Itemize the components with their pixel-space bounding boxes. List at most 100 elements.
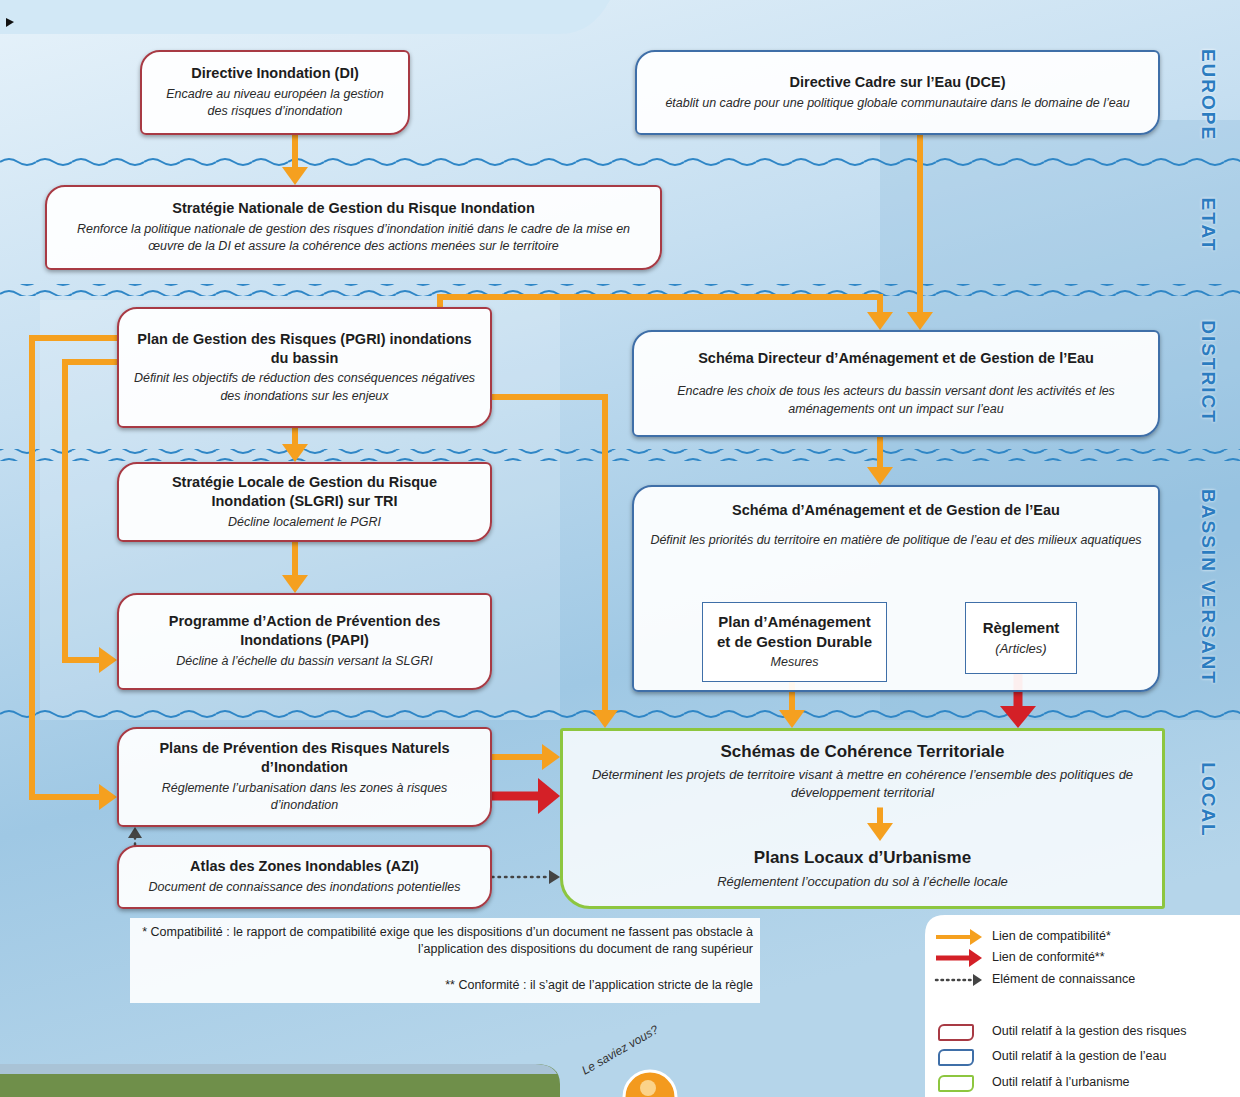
green-box-fill: [562, 730, 1163, 907]
wave-line: [0, 449, 1240, 461]
connector-line: [292, 542, 298, 579]
legend-line-sample: [934, 970, 986, 990]
connector-line: [292, 135, 298, 171]
water-tool-part: Règlement (Articles): [965, 602, 1077, 674]
compatibility-link: [867, 807, 893, 841]
note-panel: [130, 918, 760, 1003]
connector-line: [492, 754, 546, 760]
arrow-head: [282, 167, 308, 185]
field-photo: [0, 1064, 560, 1097]
legend-text: Outil relatif à la gestion des risques: [992, 1024, 1187, 1038]
node-title: Stratégie Nationale de Gestion du Risque…: [61, 199, 646, 218]
level-label: LOCAL: [1197, 762, 1219, 837]
arrow-head: [973, 974, 982, 986]
node-text: établit un cadre pour une politique glob…: [651, 95, 1144, 113]
node-text: Mesures: [711, 654, 878, 672]
arrow-head: [907, 312, 933, 330]
legend-line: [936, 956, 972, 961]
wave-line: [0, 706, 1240, 718]
node-text: Définit les objectifs de réduction des c…: [133, 370, 476, 405]
footnote: * Compatibilité : le rapport de compatib…: [138, 924, 753, 958]
arrow-head: [970, 929, 982, 945]
arrow-head: [867, 467, 893, 485]
urbanism-sub-box: Plans Locaux d’UrbanismeRéglementent l’o…: [563, 841, 1162, 897]
node-title: Schémas de Cohérence Territoriale: [577, 741, 1148, 763]
connector-line: [492, 876, 551, 879]
arrow-head: [969, 949, 982, 967]
background-light: [40, 300, 560, 720]
arrow-head: [99, 784, 117, 810]
level-label: BASSIN VERSANT: [1197, 489, 1219, 685]
risk-tool-box: Plan de Gestion des Risques (PGRI) inond…: [117, 307, 492, 428]
legend-swatch: [938, 1024, 974, 1041]
risk-tool-box: Stratégie Nationale de Gestion du Risque…: [45, 185, 662, 270]
legend-text: Elément de connaissance: [992, 972, 1135, 986]
node-title: Plans de Prévention des Risques Naturels…: [133, 739, 476, 777]
legend-text: Lien de conformité**: [992, 950, 1105, 964]
field-sky: [0, 1064, 557, 1074]
legend-line-sample: [934, 948, 986, 968]
arrow-head: [1000, 706, 1036, 728]
node-text: Renforce la politique nationale de gesti…: [61, 221, 646, 256]
water-tool-box: Directive Cadre sur l’Eau (DCE)établit u…: [635, 50, 1160, 135]
water-tool-box: Schéma d’Aménagement et de Gestion de l’…: [632, 485, 1160, 692]
wave-line: [0, 156, 1240, 168]
compatibility-link: [440, 297, 893, 330]
corner-mark: [6, 18, 14, 27]
arrow-head: [282, 575, 308, 593]
connector-line: [32, 338, 117, 797]
legend-panel: [925, 915, 1240, 1097]
risk-tool-box: Plans de Prévention des Risques Naturels…: [117, 727, 492, 827]
node-title: Plans Locaux d’Urbanisme: [573, 847, 1152, 869]
arrow-head: [542, 744, 560, 770]
node-text: (Articles): [974, 640, 1068, 658]
node-title: Plan d’Aménagement et de Gestion Durable: [711, 612, 878, 651]
node-title: Programme d’Action de Prévention des Ino…: [133, 612, 476, 650]
legend-line-sample: [934, 927, 986, 947]
connector-line: [917, 135, 923, 316]
risk-tool-box: Stratégie Locale de Gestion du Risque In…: [117, 462, 492, 542]
tip-label: Le saviez vous?: [579, 1022, 661, 1077]
legend-line: [936, 979, 975, 982]
connector-line: [492, 397, 605, 714]
water-tool-part: Plan d’Aménagement et de Gestion Durable…: [702, 602, 887, 682]
compatibility-link: [282, 428, 308, 462]
footnote: ** Conformité : il s’agit de l’applicati…: [138, 977, 753, 994]
conformity-link: [492, 778, 560, 814]
compatibility-link: [65, 362, 117, 673]
tip-badge-light: [640, 1080, 656, 1096]
knowledge-link: [128, 827, 142, 845]
node-title: Stratégie Locale de Gestion du Risque In…: [133, 473, 476, 511]
arrow-head: [282, 444, 308, 462]
connector-line: [65, 362, 117, 660]
water-tool-box: Schéma Directeur d’Aménagement et de Ges…: [632, 330, 1160, 437]
legend-swatch: [938, 1075, 974, 1092]
node-text: Déterminent les projets de territoire vi…: [577, 766, 1148, 802]
compatibility-link: [492, 397, 618, 728]
level-label: ETAT: [1197, 198, 1219, 253]
connector-line: [492, 792, 542, 801]
connector-line: [440, 297, 880, 316]
compatibility-link: [32, 338, 117, 810]
knowledge-link: [492, 870, 560, 884]
legend-text: Outil relatif à l’urbanisme: [992, 1075, 1130, 1089]
node-title: Schéma d’Aménagement et de Gestion de l’…: [648, 501, 1144, 520]
legend-text: Lien de compatibilité*: [992, 929, 1111, 943]
tip-badge: [624, 1071, 676, 1097]
compatibility-link: [282, 135, 308, 185]
arrow-head: [867, 312, 893, 330]
arrow-head: [779, 710, 805, 728]
node-text: Décline localement le PGRI: [133, 514, 476, 532]
node-text: Réglementent l’occupation du sol à l’éch…: [573, 873, 1152, 891]
compatibility-link: [867, 437, 893, 485]
node-text: Document de connaissance des inondations…: [133, 879, 476, 897]
node-text: Définit les priorités du territoire en m…: [648, 532, 1144, 550]
top-bar: [0, 0, 610, 34]
legend-swatch: [938, 1049, 974, 1066]
node-text: Décline à l’échelle du bassin versant la…: [133, 653, 476, 671]
node-text: Encadre au niveau européen la gestion de…: [156, 86, 394, 121]
node-title: Schéma Directeur d’Aménagement et de Ges…: [648, 349, 1144, 368]
node-title: Règlement: [974, 618, 1068, 638]
level-label: EUROPE: [1197, 49, 1219, 141]
